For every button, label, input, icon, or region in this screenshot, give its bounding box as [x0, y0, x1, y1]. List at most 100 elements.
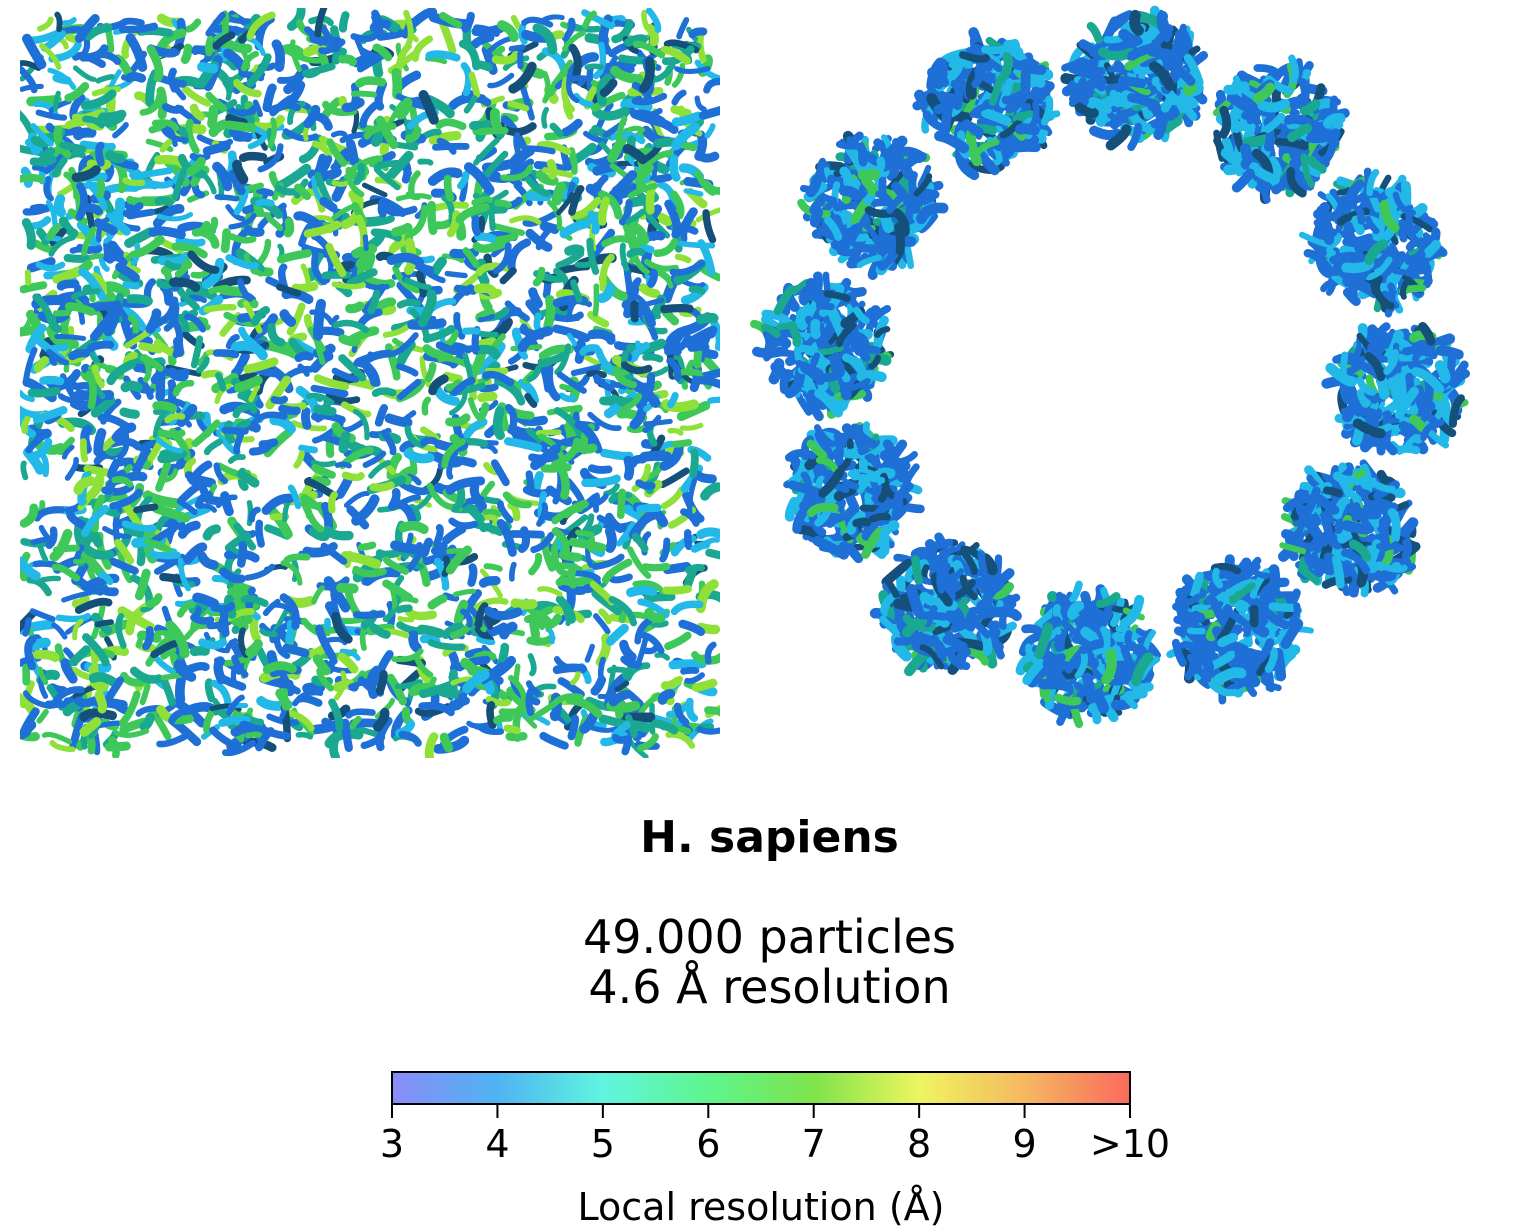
density-fragment [918, 213, 939, 234]
density-fragment [330, 130, 348, 138]
density-fragment [784, 449, 817, 462]
density-fragment [833, 432, 844, 465]
density-fragment [812, 271, 823, 299]
density-fragment [56, 279, 80, 291]
density-fragment [229, 127, 253, 142]
density-fragment [445, 413, 471, 427]
density-fragment [606, 623, 629, 646]
density-fragment [1313, 219, 1338, 237]
density-fragment [1119, 594, 1145, 629]
density-fragment [505, 731, 528, 742]
density-fragment [1411, 367, 1445, 394]
density-fragment [667, 427, 684, 436]
density-fragment [492, 406, 506, 441]
density-fragment [1146, 24, 1174, 55]
density-fragment [205, 11, 226, 37]
density-fragment [245, 639, 263, 657]
density-fragment [311, 585, 325, 605]
density-fragment [1022, 658, 1046, 685]
density-fragment [112, 515, 135, 530]
density-fragment [61, 17, 77, 26]
density-fragment [275, 688, 292, 711]
density-fragment [151, 205, 170, 215]
density-fragment [901, 632, 937, 647]
density-fragment [552, 324, 591, 343]
density-fragment [80, 89, 117, 110]
density-fragment [587, 411, 622, 432]
density-fragment [667, 392, 679, 409]
density-fragment [489, 107, 504, 135]
density-fragment [944, 610, 968, 629]
density-fragment [662, 561, 692, 575]
density-fragment [119, 690, 141, 727]
density-fragment [1223, 81, 1250, 95]
density-fragment [225, 254, 260, 270]
density-fragment [400, 410, 417, 424]
density-fragment [839, 166, 853, 189]
density-fragment [688, 27, 708, 39]
density-fragment [634, 617, 653, 645]
density-fragment [584, 643, 595, 663]
density-fragment [145, 308, 162, 334]
density-fragment [120, 671, 146, 687]
density-fragment [1300, 153, 1315, 188]
density-fragment [631, 92, 668, 106]
density-fragment [39, 43, 62, 70]
density-fragment [627, 182, 659, 199]
density-fragment [267, 323, 286, 347]
density-fragment [461, 11, 475, 33]
density-fragment [619, 639, 637, 662]
density-fragment [1394, 386, 1419, 420]
density-fragment [293, 450, 305, 469]
density-fragment [823, 290, 851, 303]
density-fragment [23, 346, 38, 383]
density-fragment [864, 452, 882, 469]
density-fragment [404, 425, 426, 449]
colorbar-tick-label: 6 [696, 1122, 720, 1166]
density-fragment [279, 309, 297, 327]
density-fragment [243, 357, 279, 374]
density-fragment [82, 544, 115, 560]
density-fragment [539, 731, 569, 750]
density-fragment [1160, 92, 1177, 113]
density-fragment [139, 354, 164, 372]
density-fragment [916, 202, 949, 225]
density-fragment [265, 276, 283, 289]
density-fragment [815, 344, 844, 356]
density-fragment [373, 166, 401, 191]
density-fragment [1274, 137, 1309, 151]
density-fragment [184, 471, 209, 498]
density-fragment [213, 656, 227, 685]
density-fragment [25, 431, 49, 454]
density-fragment [830, 240, 850, 252]
density-fragment [1218, 105, 1232, 139]
density-fragment [310, 459, 337, 468]
density-fragment [999, 120, 1022, 139]
density-fragment [570, 279, 583, 303]
density-fragment [73, 127, 97, 141]
density-fragment [1354, 407, 1382, 420]
density-fragment [285, 619, 296, 644]
density-fragment [336, 582, 359, 594]
density-fragment [1034, 622, 1054, 659]
density-fragment [311, 252, 328, 285]
density-fragment [919, 644, 945, 670]
density-fragment [568, 537, 607, 553]
density-fragment [255, 519, 265, 548]
density-fragment [107, 458, 121, 480]
density-fragment [678, 240, 716, 249]
particle-count: 49.000 particles [582, 910, 957, 964]
density-fragment [640, 149, 674, 171]
density-fragment [252, 411, 288, 425]
density-fragment [29, 608, 56, 622]
density-fragment [308, 526, 330, 542]
density-fragment [214, 194, 240, 202]
density-fragment [85, 370, 97, 410]
density-fragment [387, 51, 417, 74]
density-fragment [530, 444, 561, 471]
density-fragment [471, 196, 493, 206]
density-fragment [1229, 108, 1242, 133]
density-fragment [592, 41, 607, 80]
density-fragment [196, 356, 210, 374]
density-fragment [1263, 112, 1286, 133]
